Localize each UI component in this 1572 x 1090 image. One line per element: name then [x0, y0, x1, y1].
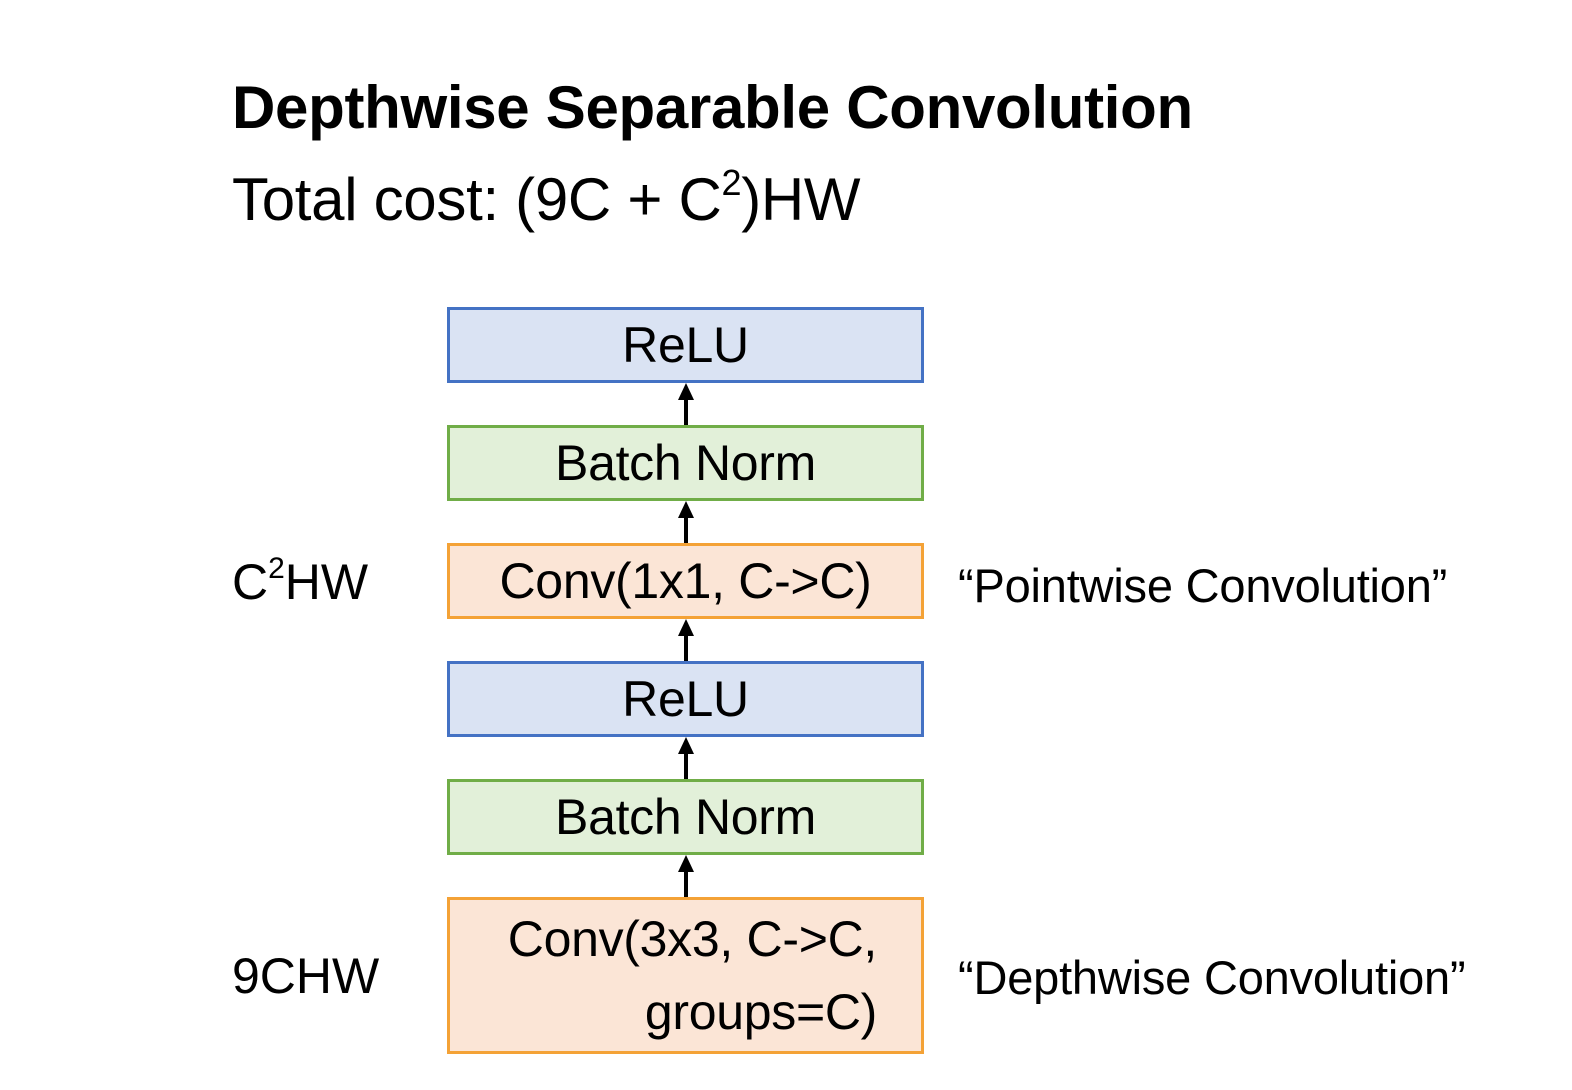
total-cost-prefix: Total cost: (9C + C	[232, 166, 722, 233]
total-cost-superscript: 2	[721, 162, 742, 204]
relu-block-top: ReLU	[447, 307, 924, 383]
depthwise-conv-block-label-line1: Conv(3x3, C->C,	[507, 911, 878, 967]
batch-norm-block-bottom: Batch Norm	[447, 779, 924, 855]
pointwise-cost-prefix: C	[232, 554, 269, 610]
relu-block-top-label: ReLU	[622, 317, 749, 373]
total-cost-suffix: )HW	[741, 166, 861, 233]
arrowhead-relu2-to-conv1	[678, 619, 694, 636]
batch-norm-block-bottom-label: Batch Norm	[555, 789, 816, 845]
relu-block-bottom: ReLU	[447, 661, 924, 737]
batch-norm-block-top-label: Batch Norm	[555, 435, 816, 491]
pointwise-cost-superscript: 2	[268, 552, 285, 586]
depthwise-conv-block: Conv(3x3, C->C, groups=C)	[447, 897, 924, 1054]
diagram-title: Depthwise Separable Convolution	[232, 74, 1193, 141]
pointwise-cost-label: C2HW	[232, 554, 369, 610]
pointwise-note-label: “Pointwise Convolution”	[958, 559, 1448, 612]
depthwise-cost-label: 9CHW	[232, 948, 380, 1004]
depthwise-conv-block-label-line2: groups=C)	[644, 983, 877, 1040]
pointwise-conv-block: Conv(1x1, C->C)	[447, 543, 924, 619]
pointwise-conv-block-label: Conv(1x1, C->C)	[499, 553, 872, 609]
depthwise-note-label: “Depthwise Convolution”	[958, 951, 1466, 1004]
arrowhead-bn2-to-relu2	[678, 737, 694, 754]
batch-norm-block-top: Batch Norm	[447, 425, 924, 501]
arrowhead-bn1-to-relu1	[678, 383, 694, 400]
pointwise-cost-suffix: HW	[284, 554, 369, 610]
total-cost-formula: Total cost: (9C + C2)HW	[232, 165, 861, 230]
arrowhead-conv2-to-bn2	[678, 855, 694, 872]
arrowhead-conv1-to-bn1	[678, 501, 694, 518]
relu-block-bottom-label: ReLU	[622, 671, 749, 727]
